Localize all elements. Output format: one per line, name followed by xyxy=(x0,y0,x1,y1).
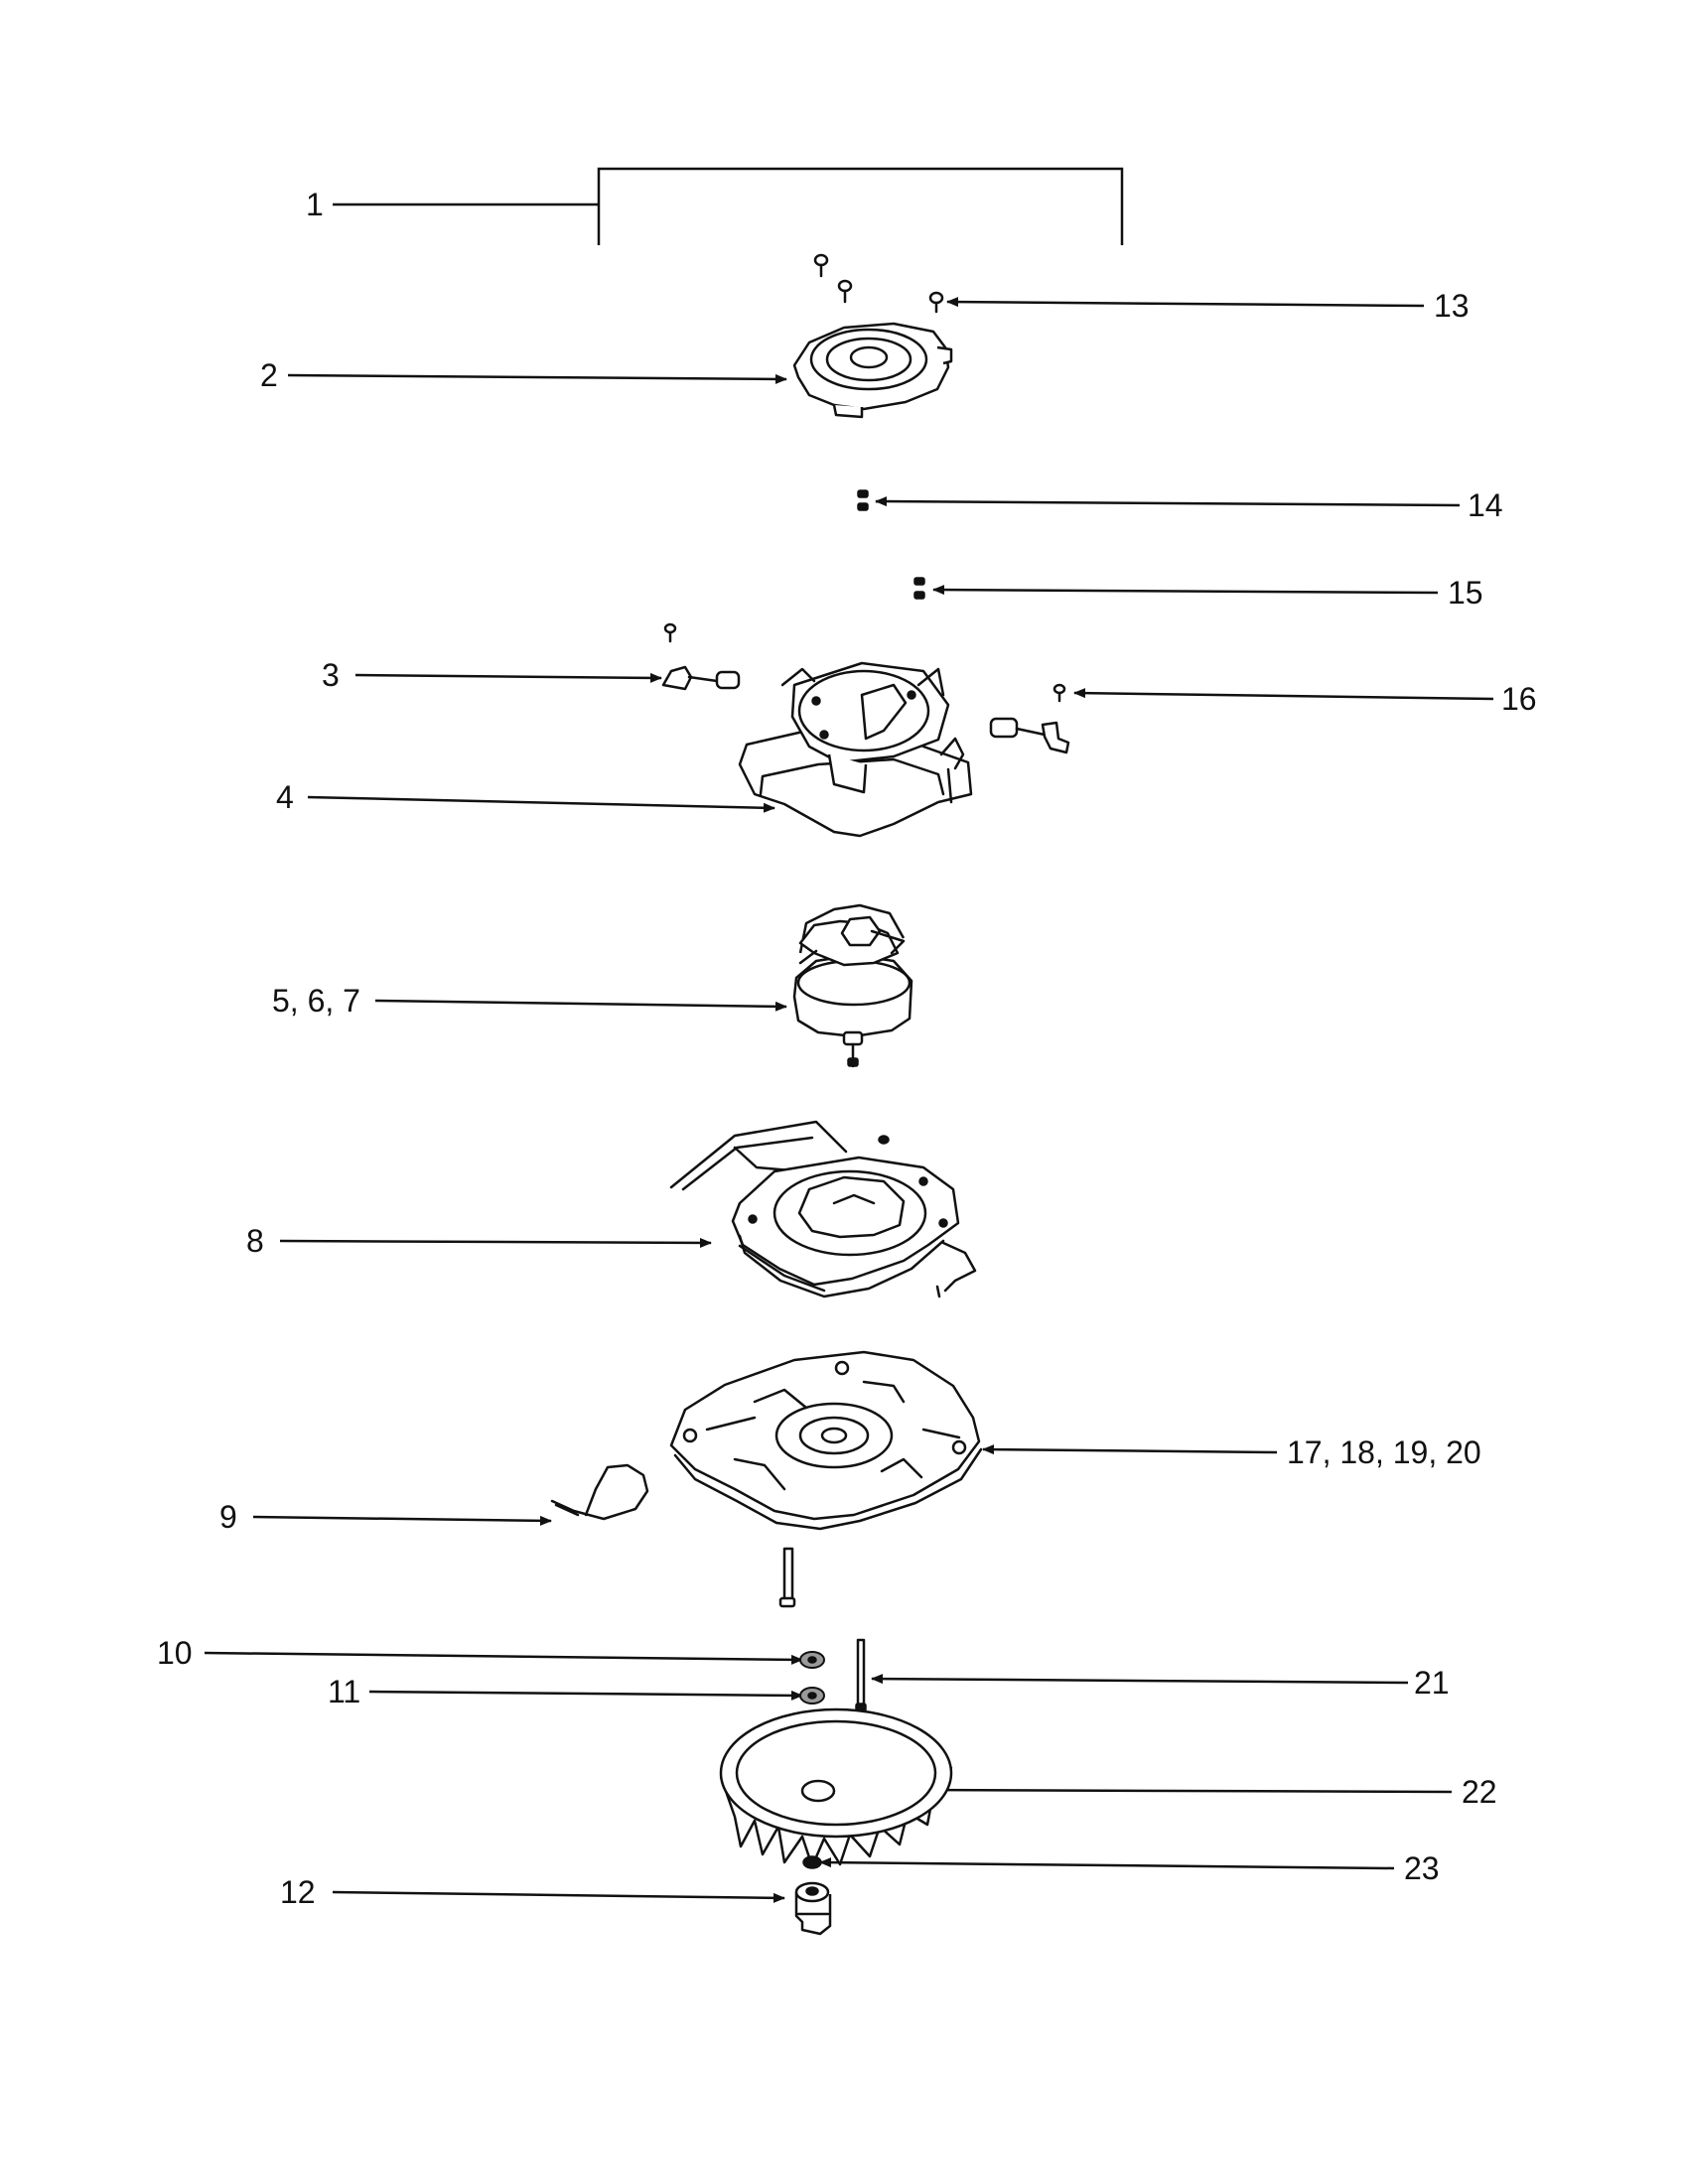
leader-lines xyxy=(204,297,1494,1903)
callout-5-6-7: 5, 6, 7 xyxy=(272,983,360,1019)
callout-15: 15 xyxy=(1448,575,1483,611)
callout-9: 9 xyxy=(219,1499,237,1535)
armature-part-5-6-7 xyxy=(792,903,913,1068)
assembly-bracket xyxy=(333,167,1124,245)
brush-part-16 xyxy=(989,683,1070,754)
washer-part-11 xyxy=(799,1687,825,1705)
motor-housing-part-17-20 xyxy=(669,1350,983,1531)
field-stator-part-8 xyxy=(669,1120,977,1298)
callout-14: 14 xyxy=(1468,487,1503,523)
callout-13: 13 xyxy=(1434,288,1470,324)
callout-8: 8 xyxy=(246,1223,264,1259)
brush-holder-part-4 xyxy=(738,661,973,838)
end-cover-part-2 xyxy=(792,322,953,419)
screw-part-13 xyxy=(813,253,944,314)
callout-4: 4 xyxy=(276,779,294,815)
callout-16: 16 xyxy=(1501,681,1537,717)
callout-23: 23 xyxy=(1404,1850,1440,1886)
callout-1: 1 xyxy=(306,187,324,222)
washer-part-10 xyxy=(799,1651,825,1669)
callout-17-18-19-20: 17, 18, 19, 20 xyxy=(1287,1434,1481,1470)
fan-part-22 xyxy=(719,1707,953,1868)
brush-part-3 xyxy=(661,622,741,691)
spacer-part-12 xyxy=(794,1881,832,1936)
screw-part-21 xyxy=(855,1638,867,1712)
callout-11: 11 xyxy=(328,1674,361,1709)
callout-12: 12 xyxy=(280,1874,316,1910)
wire-part-9 xyxy=(550,1463,649,1521)
nuts-part-15 xyxy=(913,577,925,600)
callout-2: 2 xyxy=(260,357,278,393)
nuts-part-14 xyxy=(857,489,869,511)
callout-22: 22 xyxy=(1462,1774,1497,1810)
callout-10: 10 xyxy=(157,1635,193,1671)
long-screw xyxy=(778,1547,796,1608)
washer-part-23 xyxy=(802,1855,822,1869)
callout-21: 21 xyxy=(1414,1665,1450,1701)
callout-3: 3 xyxy=(322,657,340,693)
